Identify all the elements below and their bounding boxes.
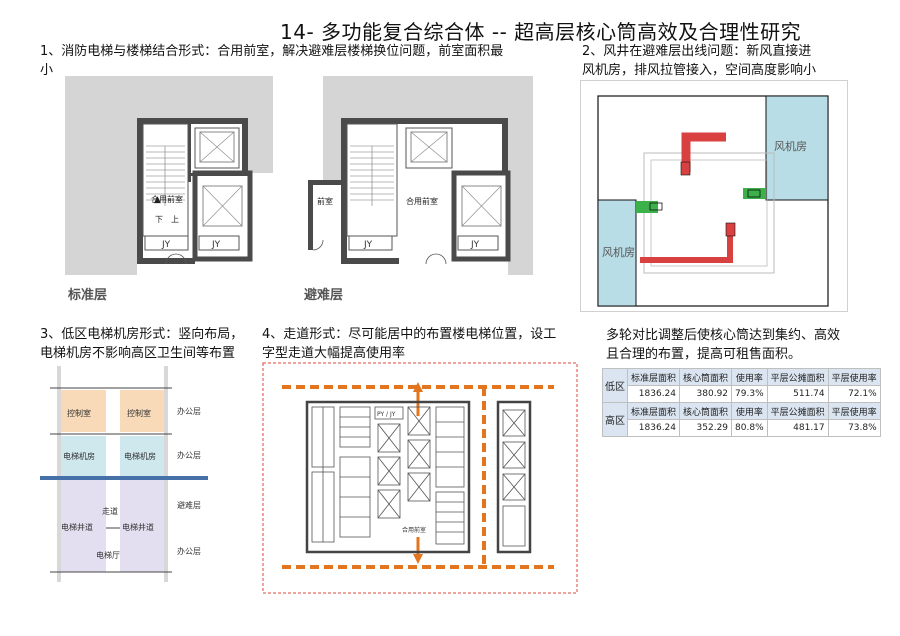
shaft-label-2: 电梯井道 — [122, 522, 154, 532]
level-office-1: 办公层 — [177, 406, 201, 416]
fan-room-label-2: 风机房 — [602, 245, 635, 259]
header-cell: 平层公摊面积 — [766, 402, 829, 420]
section3-caption: 3、低区电梯机房形式：竖向布局， 电梯机房不影响高区卫生间等布置 — [40, 325, 270, 363]
control-room-label-1: 控制室 — [67, 408, 91, 418]
value-cell: 511.74 — [766, 385, 829, 403]
plan-ref-label: 避难层 — [304, 287, 343, 303]
section3-caption-line1: 3、低区电梯机房形式：竖向布局， — [40, 327, 244, 342]
level-office-3: 办公层 — [177, 546, 201, 556]
section3-section-diagram: 控制室 控制室 电梯机房 电梯机房 电梯井道 电梯井道 走道 电梯厅 办公层 办… — [40, 366, 208, 582]
header-cell: 平层使用率 — [827, 368, 881, 386]
header-cell: 平层使用率 — [827, 402, 881, 420]
value-cell: 73.8% — [827, 419, 881, 437]
section3-caption-line2: 电梯机房不影响高区卫生间等布置 — [40, 346, 236, 361]
machine-room-label-1: 电梯机房 — [63, 451, 95, 461]
zone-cell: 低区 — [602, 368, 628, 403]
page-title: 14- 多功能复合综合体 -- 超高层核心筒高效及合理性研究 — [280, 20, 802, 44]
section1-caption-line1: 1、消防电梯与楼梯结合形式：合用前室，解决避难层楼梯换位问题，前室面积最 — [40, 44, 504, 59]
jy-label-2: JY — [211, 240, 221, 250]
value-cell: 79.3% — [731, 385, 768, 403]
header-cell: 使用率 — [731, 402, 768, 420]
standard-floor-plan: 下 上 JY JY ▲ 合用前室 标准层 — [65, 76, 273, 303]
table-row: 高区 标准层面积 核心筒面积 使用率 平层公摊面积 平层使用率 — [602, 402, 881, 437]
hall-label-std: 合用前室 — [151, 194, 183, 204]
table-row: 1836.24 352.29 80.8% 481.17 73.8% — [603, 419, 881, 437]
arrow-up-icon — [413, 382, 423, 392]
summary-text: 多轮对比调整后使核心筒达到集约、高效 且合理的布置，提高可租售面积。 — [606, 326, 886, 364]
level-refuge: 避难层 — [177, 500, 201, 510]
machine-room-label-2: 电梯机房 — [124, 451, 156, 461]
section2-caption: 2、风井在避难层出线问题：新风直接进 风机房，排风拉管接入，空间高度影响小 — [582, 42, 882, 80]
jy-label-4: JY — [470, 240, 480, 250]
value-cell: 1836.24 — [626, 385, 681, 403]
corridor-label: 走道 — [102, 506, 118, 516]
stats-table: 低区 标准层面积 核心筒面积 使用率 平层公摊面积 平层使用率 1836.24 … — [602, 368, 881, 437]
front-room-label: 前室 — [317, 196, 333, 206]
section1-caption: 1、消防电梯与楼梯结合形式：合用前室，解决避难层楼梯换位问题，前室面积最 小 — [40, 42, 560, 80]
table-row: 1836.24 380.92 79.3% 511.74 72.1% — [603, 385, 881, 403]
header-cell: 核心筒面积 — [679, 402, 733, 420]
section2-caption-line2: 风机房，排风拉管接入，空间高度影响小 — [582, 63, 817, 78]
header-cell: 使用率 — [731, 368, 768, 386]
summary-text-line1: 多轮对比调整后使核心筒达到集约、高效 — [606, 328, 841, 343]
header-cell: 平层公摊面积 — [766, 368, 829, 386]
fan-room-label-1: 风机房 — [774, 139, 807, 153]
header-cell: 标准层面积 — [626, 402, 681, 420]
section1-plans: 下 上 JY JY ▲ 合用前室 标准层 — [65, 76, 533, 303]
header-cell: 标准层面积 — [626, 368, 681, 386]
table-row: 低区 标准层面积 核心筒面积 使用率 平层公摊面积 平层使用率 — [602, 368, 881, 403]
arrow-down-icon — [413, 554, 423, 564]
level-office-2: 办公层 — [177, 450, 201, 460]
summary-text-line2: 且合理的布置，提高可租售面积。 — [606, 347, 802, 362]
pyjy-label: PY / JY — [377, 411, 396, 418]
jy-label-1: JY — [161, 240, 171, 250]
stair-down-label: 下 — [155, 215, 163, 224]
lobby-label: 电梯厅 — [96, 550, 120, 560]
hall-label-ref: 合用前室 — [406, 196, 438, 206]
header-cell: 核心筒面积 — [679, 368, 733, 386]
refuge-floor-plan: JY JY 前室 合用前室 避难层 — [304, 76, 533, 303]
section4-corridor-plan: PY / JY 合用前室 — [262, 362, 578, 594]
value-cell: 380.92 — [679, 385, 733, 403]
section4-caption-line2: 字型走道大幅提高使用率 — [262, 346, 406, 361]
section2-fan-diagram: 风机房 风机房 — [580, 80, 848, 312]
section4-caption-line1: 4、走道形式：尽可能居中的布置楼电梯位置，设工 — [262, 327, 557, 342]
value-cell: 481.17 — [766, 419, 829, 437]
stair-arrow-icon: ▲ — [154, 195, 161, 205]
plan-std-label: 标准层 — [67, 287, 107, 303]
section2-caption-line1: 2、风井在避难层出线问题：新风直接进 — [582, 44, 812, 59]
section1-caption-line2: 小 — [40, 63, 54, 78]
shaft-label-1: 电梯井道 — [61, 522, 93, 532]
stair-up-label: 上 — [171, 215, 179, 224]
value-cell: 80.8% — [731, 419, 768, 437]
zone-cell: 高区 — [602, 402, 628, 437]
control-room-label-2: 控制室 — [127, 408, 151, 418]
hall-label-corridor: 合用前室 — [402, 526, 426, 534]
value-cell: 352.29 — [679, 419, 733, 437]
section4-caption: 4、走道形式：尽可能居中的布置楼电梯位置，设工 字型走道大幅提高使用率 — [262, 325, 592, 363]
value-cell: 1836.24 — [626, 419, 681, 437]
value-cell: 72.1% — [827, 385, 881, 403]
jy-label-3: JY — [363, 240, 373, 250]
